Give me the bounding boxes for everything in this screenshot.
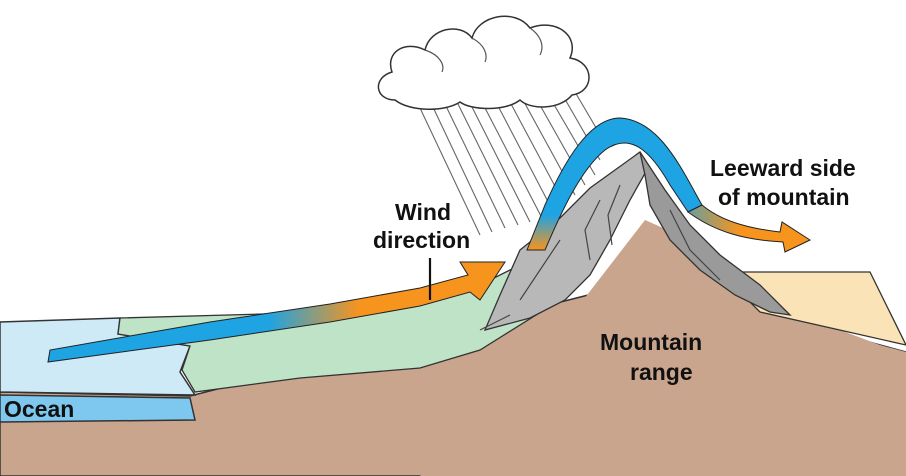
wind-arrow-main [47, 261, 506, 363]
wind-label-line2: direction [373, 227, 470, 253]
mountain-label-line1: Mountain [600, 329, 702, 355]
ocean-label: Ocean [4, 396, 74, 422]
rain-cloud [377, 15, 590, 110]
mountain-rock-windward [483, 151, 649, 331]
wind-arrow-leeward [687, 204, 812, 253]
cloud-detail [424, 27, 543, 73]
ocean-front [0, 394, 196, 423]
mountain-rock-leeward [639, 151, 792, 316]
leeward-label-line1: Leeward side [710, 155, 856, 181]
earth-mountain-face [420, 220, 906, 476]
leeward-label-line2: of mountain [718, 184, 850, 210]
ridge-detail-lines [479, 184, 721, 331]
wind-label-line1: Wind [395, 199, 451, 225]
mountain-label-line2: range [630, 359, 693, 385]
